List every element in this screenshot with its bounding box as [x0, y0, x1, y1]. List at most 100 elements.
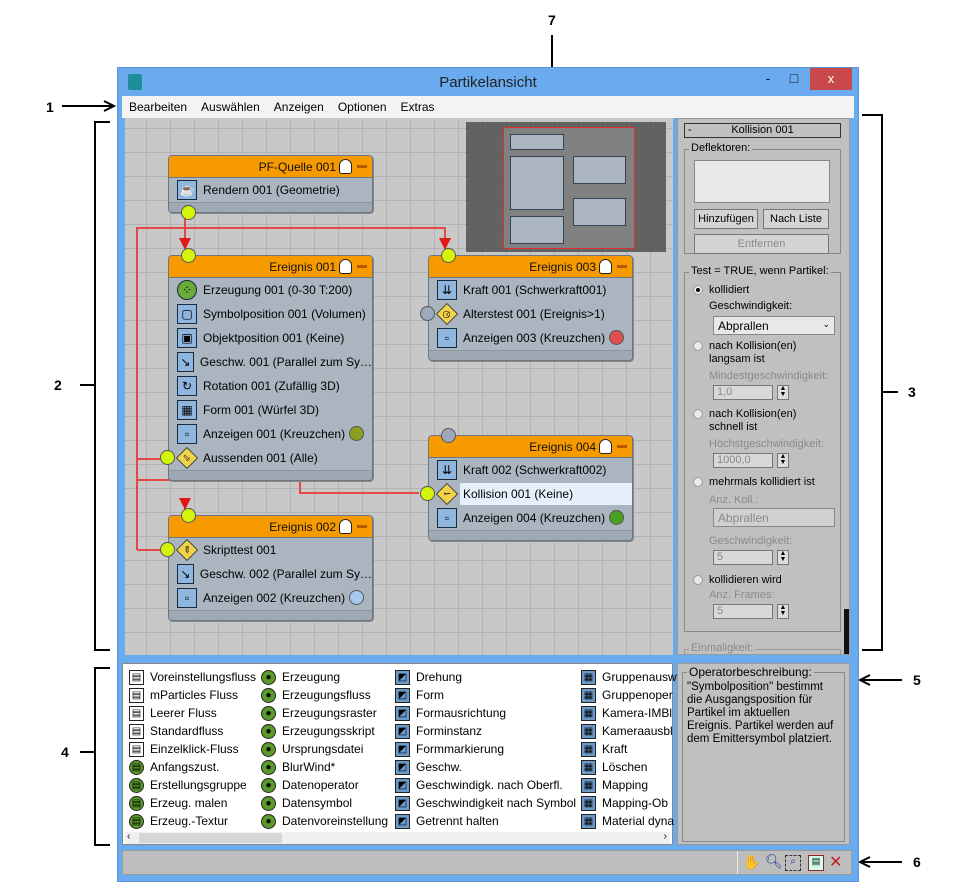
operator-row[interactable]: ⁘Erzeugung 001 (0-30 T:200) — [169, 278, 372, 302]
menu-auswaehlen[interactable]: Auswählen — [201, 100, 260, 114]
depot-item[interactable]: ●Ursprungsdatei — [261, 740, 388, 758]
depot-item[interactable]: ◩Geschwindigk. nach Oberfl. — [395, 776, 576, 794]
operator-row[interactable]: ⇊Kraft 002 (Schwerkraft002) — [429, 458, 632, 482]
scroll-right-icon[interactable]: › — [663, 831, 667, 842]
depot-item[interactable]: ●Erzeugung — [261, 668, 388, 686]
menu-extras[interactable]: Extras — [400, 100, 435, 114]
light-bulb-icon[interactable] — [599, 439, 612, 454]
node-header[interactable]: Ereignis 002 — [169, 516, 372, 538]
operator-row[interactable]: ⇊Kraft 001 (Schwerkraft001) — [429, 278, 632, 302]
depot-item[interactable]: ▦Kamera-IMBl — [581, 704, 677, 722]
navigator-overlay[interactable] — [466, 122, 666, 252]
collapse-icon[interactable] — [617, 445, 627, 448]
depot-item[interactable]: ◩Geschw. — [395, 758, 576, 776]
operator-row[interactable]: ◷Alterstest 001 (Ereignis>1) — [420, 302, 632, 326]
depot-item[interactable]: ▦Mapping-Ob — [581, 794, 677, 812]
light-bulb-icon[interactable] — [339, 259, 352, 274]
menu-bearbeiten[interactable]: Bearbeiten — [129, 100, 188, 114]
depot-item[interactable]: ◩Formmarkierung — [395, 740, 576, 758]
depot-item[interactable]: ▦Kameraausbl — [581, 722, 677, 740]
node-header[interactable]: Ereignis 003 — [429, 256, 632, 278]
depot-item[interactable]: ▦Material dyna — [581, 812, 677, 830]
by-list-button[interactable]: Nach Liste — [763, 209, 829, 229]
depot-item[interactable]: ◩Geschwindigkeit nach Symbol — [395, 794, 576, 812]
depot-horizontal-scrollbar[interactable]: ‹ › — [125, 831, 670, 844]
depot-item[interactable]: ▤Erzeug. malen — [129, 794, 256, 812]
depot-item[interactable]: ●BlurWind* — [261, 758, 388, 776]
num-collisions-select[interactable]: Abprallen — [713, 508, 835, 527]
node-ereignis-001[interactable]: Ereignis 001⁘Erzeugung 001 (0-30 T:200)▢… — [160, 248, 373, 481]
collapse-icon[interactable] — [617, 265, 627, 268]
minimize-button[interactable]: - — [765, 70, 771, 86]
speed2-spinner[interactable]: ▲▼ — [777, 550, 789, 565]
operator-row[interactable]: ⇨Aussenden 001 (Alle) — [160, 446, 372, 470]
node-header[interactable]: Ereignis 001 — [169, 256, 372, 278]
operator-row[interactable]: ✎Skripttest 001 — [160, 538, 372, 562]
depot-item[interactable]: ▤Erstellungsgruppe — [129, 776, 256, 794]
depot-item[interactable]: ▤Standardfluss — [129, 722, 256, 740]
display-color-swatch[interactable] — [609, 330, 624, 345]
zoom-icon[interactable]: 🔍︎ — [765, 853, 783, 869]
deflectors-list[interactable] — [694, 160, 830, 203]
node-ereignis-002[interactable]: Ereignis 002✎Skripttest 001↘Geschw. 002 … — [160, 508, 373, 621]
depot-item[interactable]: ▦Mapping — [581, 776, 677, 794]
display-color-swatch[interactable] — [609, 510, 624, 525]
node-ereignis-003[interactable]: Ereignis 003⇊Kraft 001 (Schwerkraft001)◷… — [420, 248, 633, 361]
depot-item[interactable]: ▦Löschen — [581, 758, 677, 776]
input-connector[interactable] — [181, 248, 196, 263]
operator-row[interactable]: ▫Anzeigen 001 (Kreuzchen) — [169, 422, 372, 446]
output-connector[interactable] — [181, 205, 196, 220]
speed-select[interactable]: Abprallen⌄ — [713, 316, 835, 335]
operator-row[interactable]: ✓Kollision 001 (Keine) — [420, 482, 632, 506]
depot-item[interactable]: ◩Formausrichtung — [395, 704, 576, 722]
particle-diagram-canvas[interactable]: PF-Quelle 001☕Rendern 001 (Geometrie) Ere… — [122, 118, 673, 655]
operator-row[interactable]: ▢Symbolposition 001 (Volumen) — [169, 302, 372, 326]
depot-item[interactable]: ●Erzeugungsskript — [261, 722, 388, 740]
output-connector[interactable] — [420, 486, 435, 501]
depot-item[interactable]: ▤Voreinstellungsfluss — [129, 668, 256, 686]
depot-item[interactable]: ◩Drehung — [395, 668, 576, 686]
depot-item[interactable]: ▤Erzeug.-Textur — [129, 812, 256, 830]
operator-row[interactable]: ↘Geschw. 001 (Parallel zum Sy… — [169, 350, 372, 374]
operator-row[interactable]: ▫Anzeigen 002 (Kreuzchen) — [169, 586, 372, 610]
operator-row[interactable]: ☕Rendern 001 (Geometrie) — [169, 178, 372, 202]
add-button[interactable]: Hinzufügen — [694, 209, 758, 229]
node-header[interactable]: PF-Quelle 001 — [169, 156, 372, 178]
depot-item[interactable]: ▦Gruppenoper — [581, 686, 677, 704]
depot-item[interactable]: ▤Einzelklick-Fluss — [129, 740, 256, 758]
depot-item[interactable]: ●Datenvoreinstellung — [261, 812, 388, 830]
output-connector[interactable] — [160, 450, 175, 465]
depot-item[interactable]: ◩Form — [395, 686, 576, 704]
node-pf-quelle-001[interactable]: PF-Quelle 001☕Rendern 001 (Geometrie) — [168, 155, 373, 220]
display-color-swatch[interactable] — [349, 590, 364, 605]
output-connector[interactable] — [420, 306, 435, 321]
depot-item[interactable]: ●Datenoperator — [261, 776, 388, 794]
operator-row[interactable]: ▫Anzeigen 003 (Kreuzchen) — [429, 326, 632, 350]
depot-item[interactable]: ▦Gruppenausw — [581, 668, 677, 686]
min-speed-input[interactable]: 1,0 — [713, 385, 773, 400]
operator-row[interactable]: ↻Rotation 001 (Zufällig 3D) — [169, 374, 372, 398]
depot-item[interactable]: ▦Kraft — [581, 740, 677, 758]
rollout-header-kollision[interactable]: -Kollision 001 — [684, 123, 841, 138]
display-color-swatch[interactable] — [349, 426, 364, 441]
depot-item[interactable]: ●Datensymbol — [261, 794, 388, 812]
speed2-input[interactable]: 5 — [713, 550, 773, 565]
depot-item[interactable]: ●Erzeugungsfluss — [261, 686, 388, 704]
depot-item[interactable]: ●Erzeugungsraster — [261, 704, 388, 722]
light-bulb-icon[interactable] — [339, 519, 352, 534]
frames-input[interactable]: 5 — [713, 604, 773, 619]
collapse-icon[interactable] — [357, 165, 367, 168]
light-bulb-icon[interactable] — [599, 259, 612, 274]
collapse-icon[interactable] — [357, 265, 367, 268]
node-header[interactable]: Ereignis 004 — [429, 436, 632, 458]
input-connector[interactable] — [441, 428, 456, 443]
zoom-extents-icon[interactable]: ▤ — [808, 855, 824, 871]
depot-item[interactable]: ▤mParticles Fluss — [129, 686, 256, 704]
depot-item[interactable]: ▤Anfangszust. — [129, 758, 256, 776]
depot-item[interactable]: ◩Forminstanz — [395, 722, 576, 740]
output-connector[interactable] — [160, 542, 175, 557]
menu-anzeigen[interactable]: Anzeigen — [273, 100, 324, 114]
depot-item[interactable]: ◩Getrennt halten — [395, 812, 576, 830]
operator-row[interactable]: ▫Anzeigen 004 (Kreuzchen) — [429, 506, 632, 530]
input-connector[interactable] — [441, 248, 456, 263]
